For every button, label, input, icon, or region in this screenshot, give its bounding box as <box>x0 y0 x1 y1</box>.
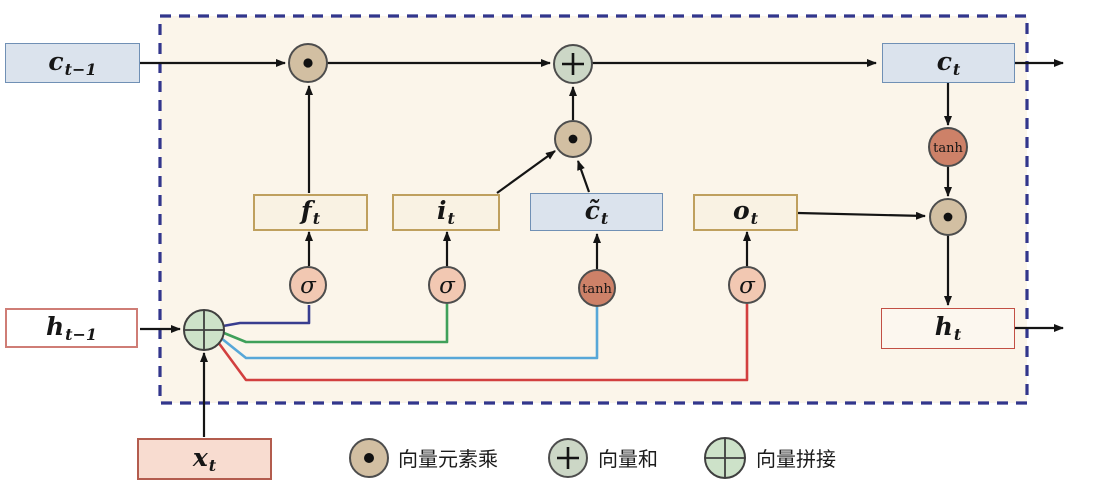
output-gate-box: ot <box>693 194 798 231</box>
concat-wires <box>216 304 749 382</box>
sigmoid-icon <box>728 266 766 304</box>
multiply-dot <box>943 212 953 222</box>
legend-vector-sum-label: 向量和 <box>598 447 658 471</box>
hidden-state-next-label: ht <box>934 312 962 344</box>
hidden-state-next-box: ht <box>881 308 1015 349</box>
hidden-state-prev-box: ht−1 <box>5 308 138 348</box>
arrow-ot-to-mul <box>797 211 926 220</box>
output-gate-label: ot <box>732 196 759 228</box>
input-gate-box: it <box>392 194 500 231</box>
sigmoid-icon <box>428 266 466 304</box>
sigma-label: σ <box>739 273 756 299</box>
multiply-dot <box>303 58 313 68</box>
cell-state-next-label: ct <box>936 46 961 79</box>
tanh-icon <box>578 269 616 307</box>
sigma-label: σ <box>300 273 317 299</box>
cell-state-prev-box: ct−1 <box>5 43 140 83</box>
legend-elementwise-multiply-label: 向量元素乘 <box>398 447 498 471</box>
sum-plus <box>562 53 584 75</box>
input-vector-box: xt <box>137 438 272 480</box>
hidden-state-prev-label: ht−1 <box>45 311 98 344</box>
tanh-label: tanh <box>933 141 963 156</box>
legend-multiply-dot <box>364 453 374 463</box>
legend-vector-concat-label: 向量拼接 <box>756 447 836 471</box>
multiply-dot <box>568 134 578 144</box>
concat-cross <box>184 310 224 350</box>
arrow-it-to-mul <box>496 150 556 194</box>
tanh-icon <box>928 127 968 167</box>
forget-gate-box: ft <box>253 194 368 231</box>
cell-state-next-box: ct <box>882 43 1015 83</box>
candidate-wire <box>220 307 599 360</box>
forget-wire <box>222 305 311 328</box>
legend-sum-plus <box>557 447 579 469</box>
legend-icons <box>349 437 746 479</box>
input-gate-label: it <box>437 196 455 228</box>
candidate-cell-box: c̃t <box>530 193 663 231</box>
candidate-cell-label: c̃t <box>584 195 609 228</box>
sigma-label: σ <box>439 273 456 299</box>
arrow-ctilde-to-mul <box>576 160 591 193</box>
input-wire <box>223 304 449 344</box>
input-vector-label: xt <box>192 442 217 475</box>
forget-gate-label: ft <box>300 196 321 228</box>
tanh-label: tanh <box>582 282 612 297</box>
cell-state-prev-label: ct−1 <box>48 46 97 79</box>
operator-nodes: σ σ σ tanh tanh <box>183 43 968 351</box>
legend-concat-cross <box>705 438 745 478</box>
signal-arrows <box>140 59 1064 437</box>
sigmoid-icon <box>289 266 327 304</box>
output-wire <box>216 304 749 382</box>
